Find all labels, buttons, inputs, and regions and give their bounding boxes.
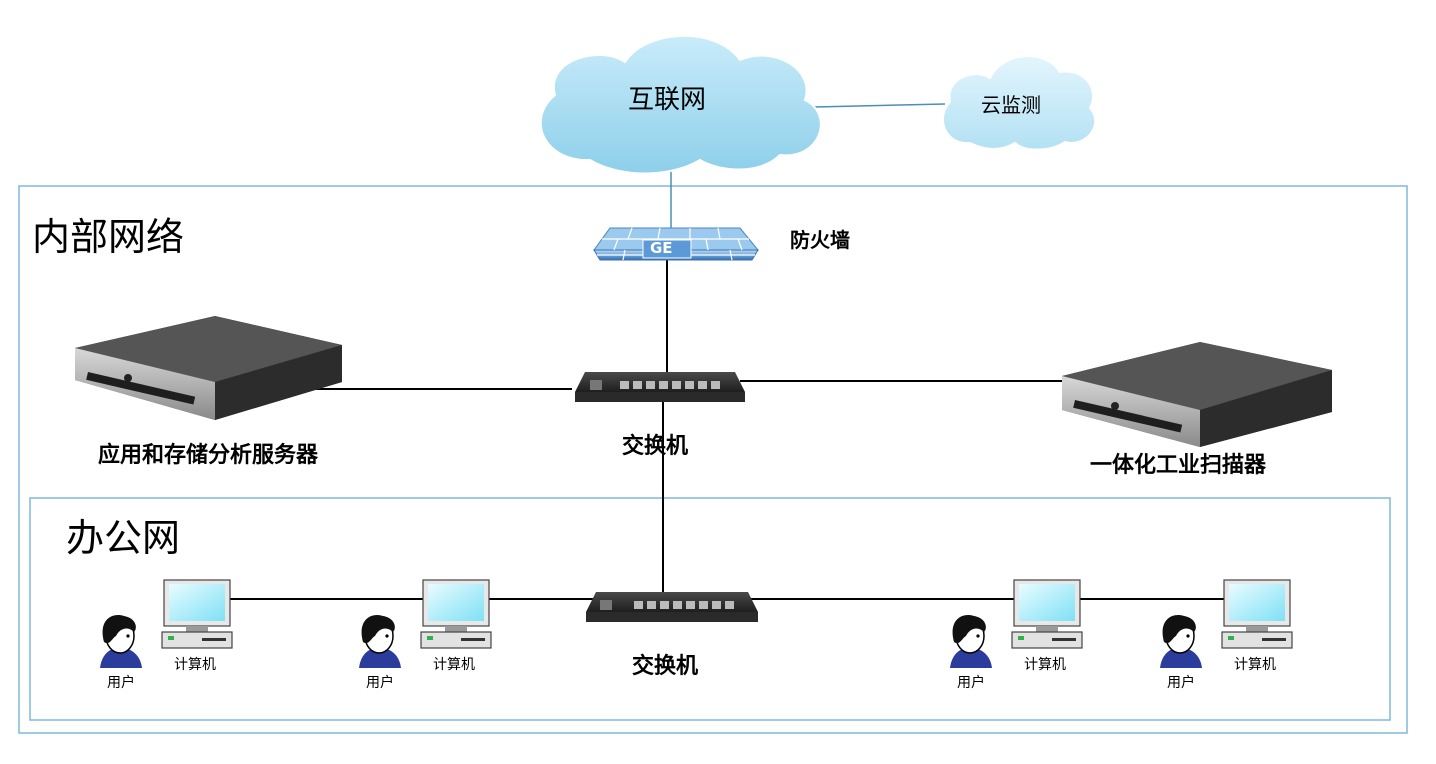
computer-icon	[1011, 579, 1083, 649]
office-network-title: 办公网	[66, 516, 181, 560]
link-internet-monitor	[814, 103, 946, 108]
internet-cloud-icon	[539, 34, 822, 175]
scanner-server-icon	[1062, 342, 1332, 447]
core-switch-label: 交换机	[622, 434, 689, 459]
internet-label: 互联网	[628, 85, 707, 115]
computer-icon	[1221, 579, 1293, 649]
core-switch-icon	[575, 372, 745, 402]
computer-label-4: 计算机	[1234, 657, 1276, 673]
user-icon	[1160, 615, 1202, 668]
computer-icon	[161, 579, 233, 649]
office-switch-label: 交换机	[632, 654, 699, 679]
cloud-monitor-label: 云监测	[981, 93, 1041, 117]
computer-label-2: 计算机	[433, 657, 475, 673]
workstation-4	[1160, 579, 1293, 668]
firewall-icon	[593, 227, 760, 261]
computer-icon	[420, 579, 492, 649]
user-icon	[950, 615, 992, 668]
workstation-2	[359, 579, 492, 668]
links	[230, 103, 1230, 600]
office-switch-icon	[586, 592, 758, 622]
user-label-3: 用户	[957, 675, 985, 691]
internal-network-zone	[18, 185, 1408, 734]
workstation-3	[950, 579, 1083, 668]
cloud-monitor-icon	[941, 55, 1097, 151]
workstation-1	[100, 579, 233, 668]
user-icon	[100, 615, 142, 668]
app-storage-server-icon	[75, 316, 342, 420]
firewall-badge: GE	[650, 239, 673, 257]
office-network-zone	[29, 497, 1391, 721]
app-storage-server-label: 应用和存储分析服务器	[98, 443, 319, 468]
computer-label-3: 计算机	[1024, 657, 1066, 673]
user-label-4: 用户	[1167, 675, 1195, 691]
user-label-2: 用户	[366, 675, 394, 691]
user-label-1: 用户	[107, 675, 135, 691]
scanner-label: 一体化工业扫描器	[1090, 453, 1267, 478]
computer-label-1: 计算机	[174, 657, 216, 673]
firewall-label: 防火墙	[790, 228, 850, 252]
user-icon	[359, 615, 401, 668]
internal-network-title: 内部网络	[32, 215, 185, 259]
